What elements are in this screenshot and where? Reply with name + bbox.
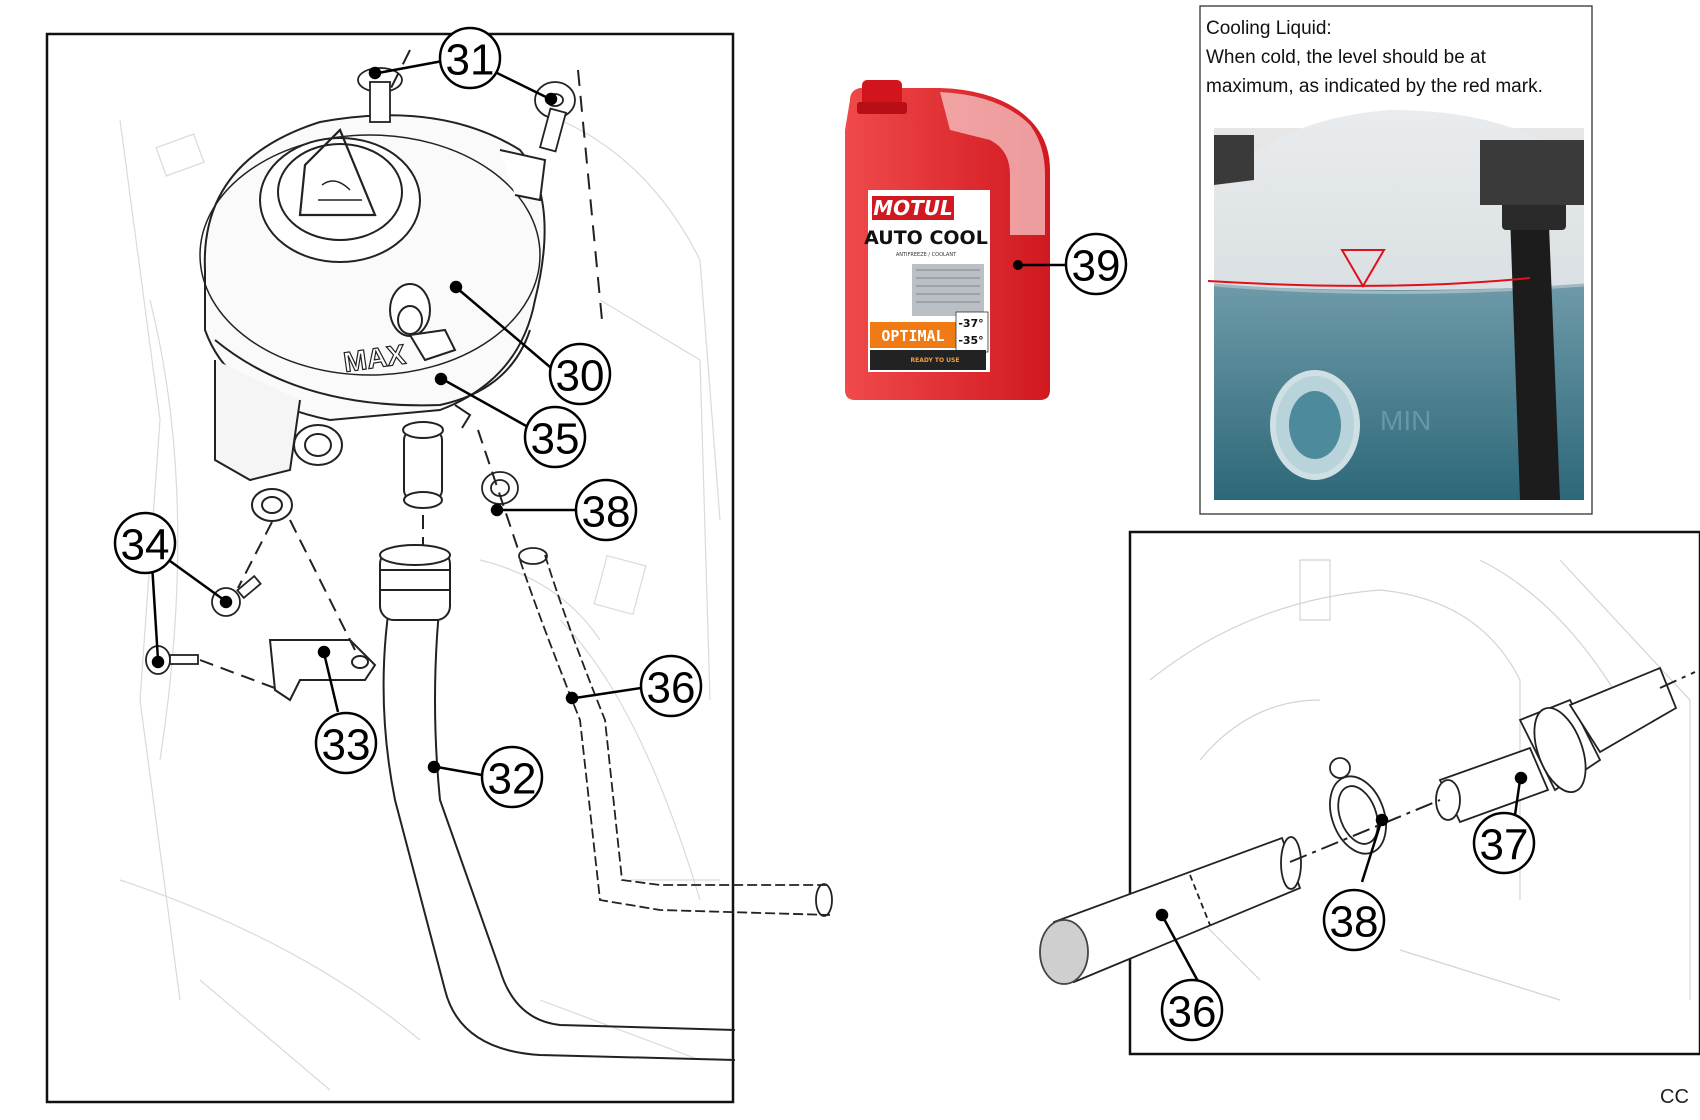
max-level-red-triangle — [1340, 249, 1386, 288]
coolant-bottle-39: MOTUL AUTO COOL ANTIFREEZE / COOLANT OPT… — [845, 80, 1066, 400]
note-line-2: When cold, the level should be at — [1206, 47, 1486, 68]
bottle-temp-2: -35° — [958, 334, 983, 347]
svg-text:39: 39 — [1072, 242, 1121, 291]
bracket-33 — [268, 639, 377, 702]
callout-37: 37 — [1472, 811, 1536, 875]
hose-36 — [518, 547, 833, 917]
corner-label: CC — [1660, 1086, 1689, 1108]
callout-33: 33 — [314, 711, 378, 775]
callout-32: 32 — [480, 745, 544, 809]
svg-text:38: 38 — [582, 488, 631, 537]
svg-text:32: 32 — [488, 755, 537, 804]
bottle-product: AUTO COOL — [864, 227, 988, 249]
callout-39: 39 — [1064, 232, 1128, 296]
note-line-1: Cooling Liquid: — [1206, 18, 1332, 39]
background-engine-bay — [119, 119, 721, 1091]
svg-text:38: 38 — [1330, 898, 1379, 947]
detail-view-panel: 37 38 36 — [1039, 530, 1700, 1056]
expansion-tank-30 — [199, 114, 547, 522]
callout-38: 38 — [574, 478, 638, 542]
clamp-38-upper — [481, 471, 519, 505]
bottle-temp-1: -37° — [958, 317, 983, 330]
bottle-grade: OPTIMAL — [881, 327, 944, 345]
leaders-left — [150, 58, 642, 777]
svg-text:36: 36 — [647, 664, 696, 713]
fitting-37 — [1435, 666, 1678, 824]
callout-36-detail: 36 — [1160, 978, 1224, 1042]
main-exploded-view: MAX — [45, 26, 833, 1104]
svg-text:30: 30 — [556, 352, 605, 401]
cooling-liquid-note: Cooling Liquid: When cold, the level sho… — [1206, 14, 1576, 101]
main-panel-frame — [45, 32, 735, 1104]
hose-32 — [379, 544, 736, 1061]
svg-text:33: 33 — [322, 721, 371, 770]
note-line-3: maximum, as indicated by the red mark. — [1206, 76, 1543, 97]
svg-text:36: 36 — [1168, 988, 1217, 1037]
coolant-level-photo: MIN — [1199, 5, 1593, 515]
callout-36: 36 — [639, 654, 703, 718]
photo-min-mark: MIN — [1380, 405, 1431, 436]
bottle-ready: READY TO USE — [911, 357, 960, 364]
callout-30: 30 — [548, 342, 612, 406]
callout-34: 34 — [113, 511, 177, 575]
max-level-red-line — [1207, 277, 1531, 287]
callout-31: 31 — [438, 26, 502, 90]
svg-text:37: 37 — [1480, 821, 1529, 870]
callout-35: 35 — [523, 405, 587, 469]
callout-38-detail: 38 — [1322, 888, 1386, 952]
detail-panel-frame — [1128, 530, 1700, 1056]
svg-text:34: 34 — [121, 521, 170, 570]
svg-text:31: 31 — [446, 36, 495, 85]
svg-text:35: 35 — [531, 415, 580, 464]
bottle-subtitle: ANTIFREEZE / COOLANT — [896, 252, 957, 258]
hose-end-36 — [1039, 836, 1302, 985]
bottle-brand: MOTUL — [873, 196, 953, 220]
